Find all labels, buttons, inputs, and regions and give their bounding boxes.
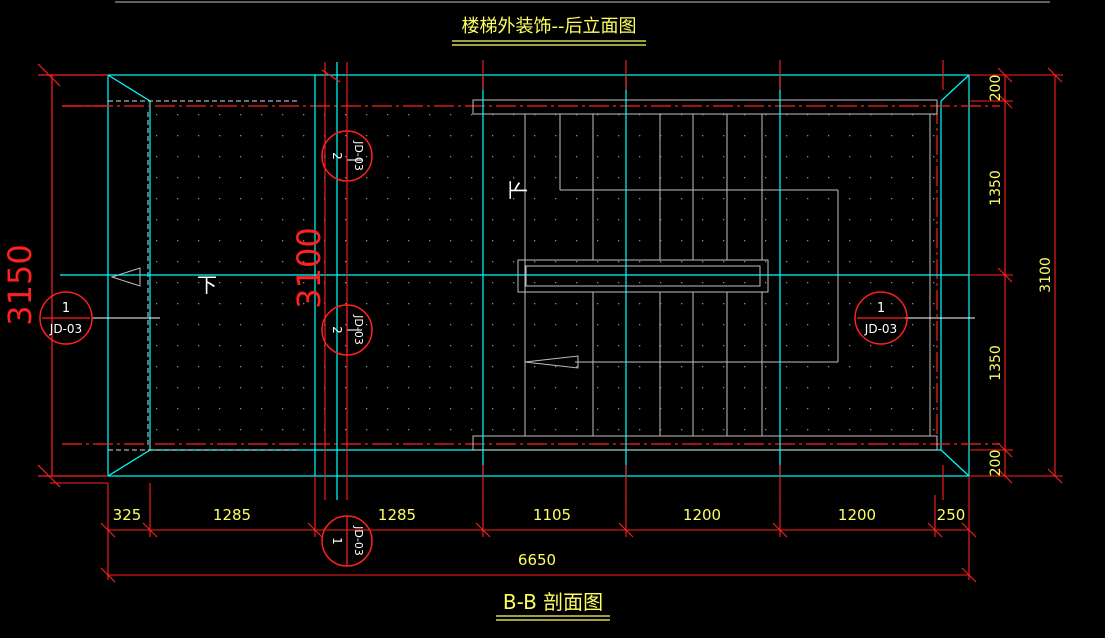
bottom-dim-325: 325 [113,506,142,524]
callout-column-top-ref: JD-03 [352,140,365,171]
bottom-dim-1200-b: 1200 [838,506,876,524]
stair-outline [110,99,938,451]
right-dim-1350-top: 1350 [988,170,1004,206]
callout-column-mid-ref: JD-03 [352,314,365,345]
bottom-dim-1285-b: 1285 [378,506,416,524]
bottom-dim-1200-a: 1200 [683,506,721,524]
bottom-dimension-texts: 325 1285 1285 1105 1200 1200 250 6650 [113,506,966,569]
bottom-dim-total: 6650 [518,551,556,569]
landing-down-label: 下 [197,273,217,297]
callout-column-mid-number: 2 [330,326,344,334]
detail-callout-column-bottom: 1 JD-03 [321,515,373,567]
cyan-grid-lines [60,62,969,500]
right-dim-200-bottom: 200 [988,450,1004,477]
right-dim-1350-bottom: 1350 [988,345,1004,381]
callout-column-top-number: 2 [330,152,344,160]
right-dimension-chain [969,67,1063,484]
bottom-dim-1105: 1105 [533,506,571,524]
callout-right-ref: JD-03 [864,322,897,336]
bottom-dimension-chain [50,476,977,583]
detail-callout-column-mid: 2 JD-03 [321,304,373,356]
inner-dashed-frame [108,100,300,451]
section-title: B-B 剖面图 [503,590,603,614]
left-dimension [37,63,108,488]
callout-left-number: 1 [62,301,70,316]
right-dim-total: 3100 [1038,257,1054,293]
callout-left-ref: JD-03 [49,322,82,336]
callout-column-bottom-ref: JD-03 [352,525,365,556]
callout-column-bottom-number: 1 [330,537,344,545]
right-dimension-texts: 200 1350 1350 200 3100 [988,75,1054,477]
detail-callout-column-top: 2 JD-03 [321,130,373,182]
bottom-dim-250: 250 [937,506,966,524]
detail-callout-right: 1 JD-03 [854,291,908,345]
stair-down-label: 下 [506,180,530,200]
inner-vertical-dimension [321,69,341,83]
callout-leaders [92,159,975,331]
drawing-title: 楼梯外装饰--后立面图 [462,16,637,37]
callout-right-number: 1 [877,301,885,316]
inner-vertical-dimension-text: 3100 [290,227,328,308]
left-total-dimension: 3150 [1,244,39,325]
detail-callout-left: 1 JD-03 [39,291,93,345]
right-dim-200-top: 200 [988,75,1004,102]
bottom-dim-1285-a: 1285 [213,506,251,524]
